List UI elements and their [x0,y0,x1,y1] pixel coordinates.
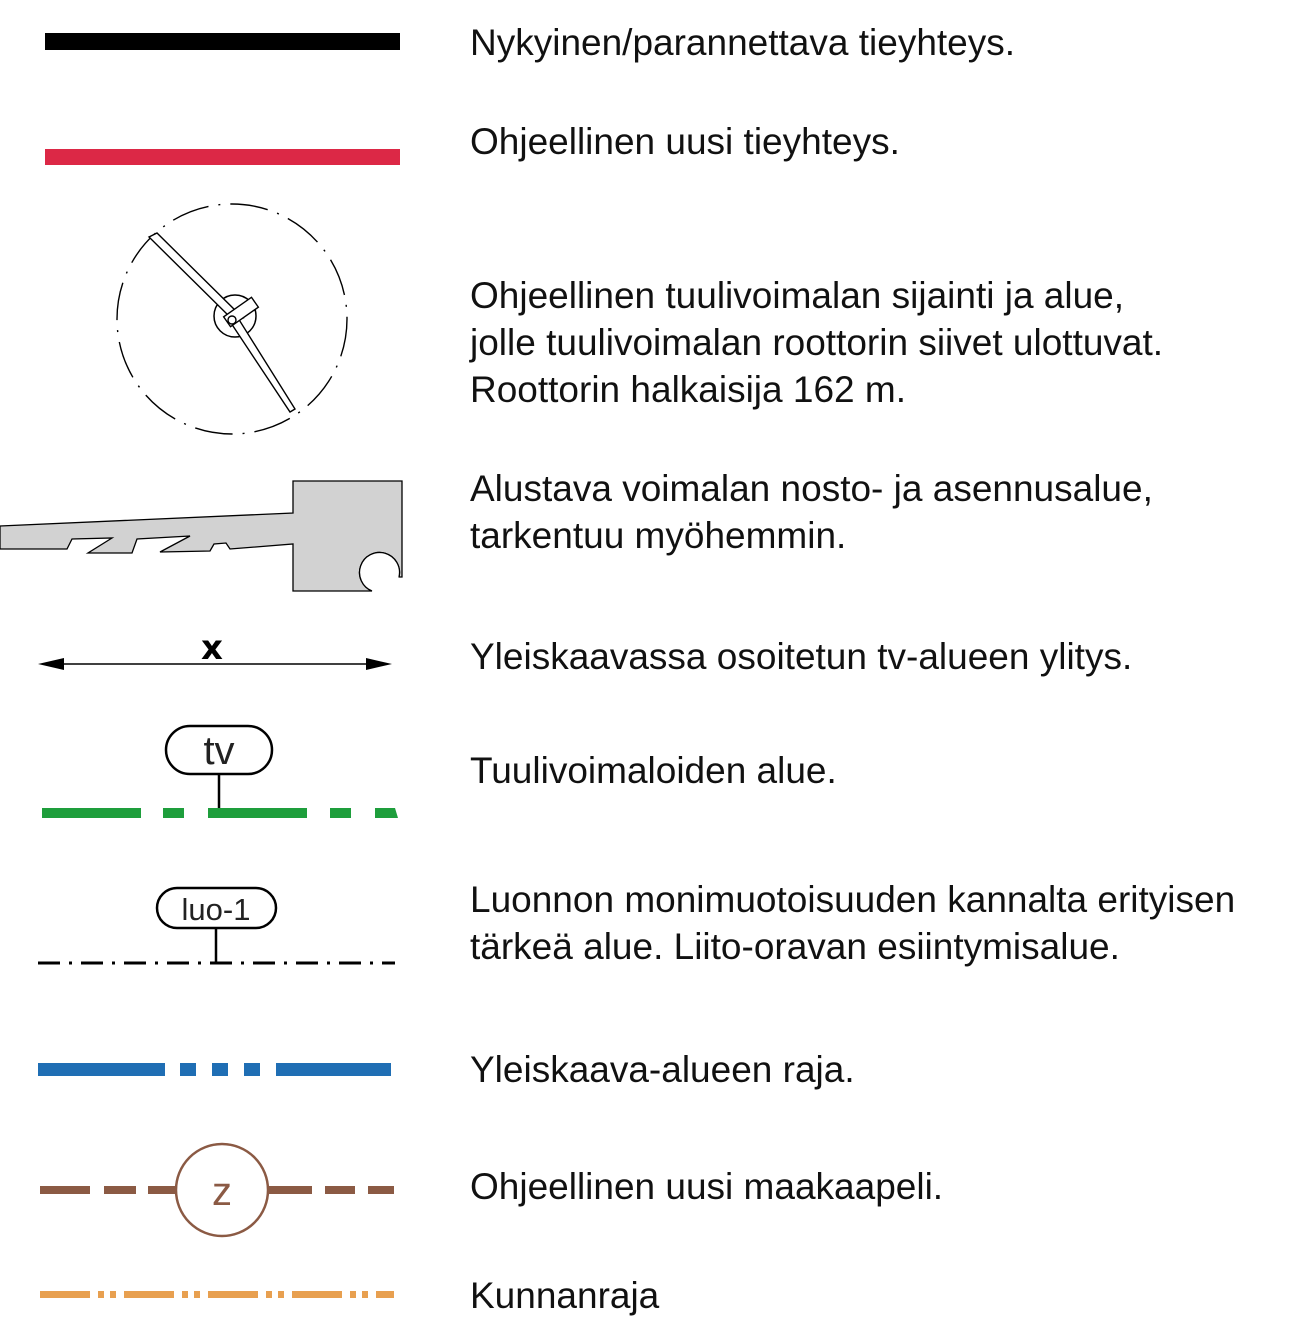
legend-label-line: tarkentuu myöhemmin. [470,515,847,556]
legend-label-line: Kunnanraja [470,1275,660,1316]
legend-label-line: Yleiskaavassa osoitetun tv-alueen ylitys… [470,636,1133,677]
legend-label-line: Nykyinen/parannettava tieyhteys. [470,22,1016,63]
legend-label-municipal-border: Kunnanraja [470,1272,659,1319]
legend-label-line: jolle tuulivoimalan roottorin siivet ulo… [470,322,1164,363]
legend-label-line: Ohjeellinen uusi maakaapeli. [470,1166,944,1207]
legend-label-crane-area: Alustava voimalan nosto- ja asennusalue,… [470,465,1153,559]
turbine-icon [116,203,348,435]
tv-area-symbol-label: tv [203,729,234,773]
legend-label-ground-cable: Ohjeellinen uusi maakaapeli. [470,1163,943,1210]
crane-area-icon [0,480,403,592]
legend-label-line: Alustava voimalan nosto- ja asennusalue, [470,468,1153,509]
legend-label-line: Roottorin halkaisija 162 m. [470,369,906,410]
legend-label-line: Luonnon monimuotoisuuden kannalta erityi… [470,879,1236,920]
ground-cable-symbol [40,1142,394,1238]
legend-label-tv-area: Tuulivoimaloiden alue. [470,747,837,794]
legend-label-line: tärkeä alue. Liito-oravan esiintymisalue… [470,926,1120,967]
legend-label-line: Ohjeellinen uusi tieyhteys. [470,121,900,162]
plan-boundary-symbol [38,1063,391,1076]
tv-crossing-symbol-label: x [201,628,223,668]
legend-label-turbine: Ohjeellinen tuulivoimalan sijainti ja al… [470,272,1163,413]
new-road-symbol [45,149,400,165]
ground-cable-symbol-label: z [212,1170,232,1214]
legend-label-plan-boundary: Yleiskaava-alueen raja. [470,1046,855,1093]
legend-label-line: Tuulivoimaloiden alue. [470,750,837,791]
legend-label-tv-crossing: Yleiskaavassa osoitetun tv-alueen ylitys… [470,633,1132,680]
legend-label-new-road: Ohjeellinen uusi tieyhteys. [470,118,900,165]
tv-crossing-arrow [38,658,392,670]
nature-area-symbol-label: luo-1 [182,892,251,927]
legend-label-line: Ohjeellinen tuulivoimalan sijainti ja al… [470,275,1125,316]
legend-label-line: Yleiskaava-alueen raja. [470,1049,855,1090]
existing-road-symbol [45,33,400,50]
nature-area-symbol [38,886,395,965]
legend-label-existing-road: Nykyinen/parannettava tieyhteys. [470,19,1015,66]
legend-label-nature-area: Luonnon monimuotoisuuden kannalta erityi… [470,876,1235,970]
tv-area-symbol [42,724,398,818]
municipal-border-symbol [40,1291,394,1298]
